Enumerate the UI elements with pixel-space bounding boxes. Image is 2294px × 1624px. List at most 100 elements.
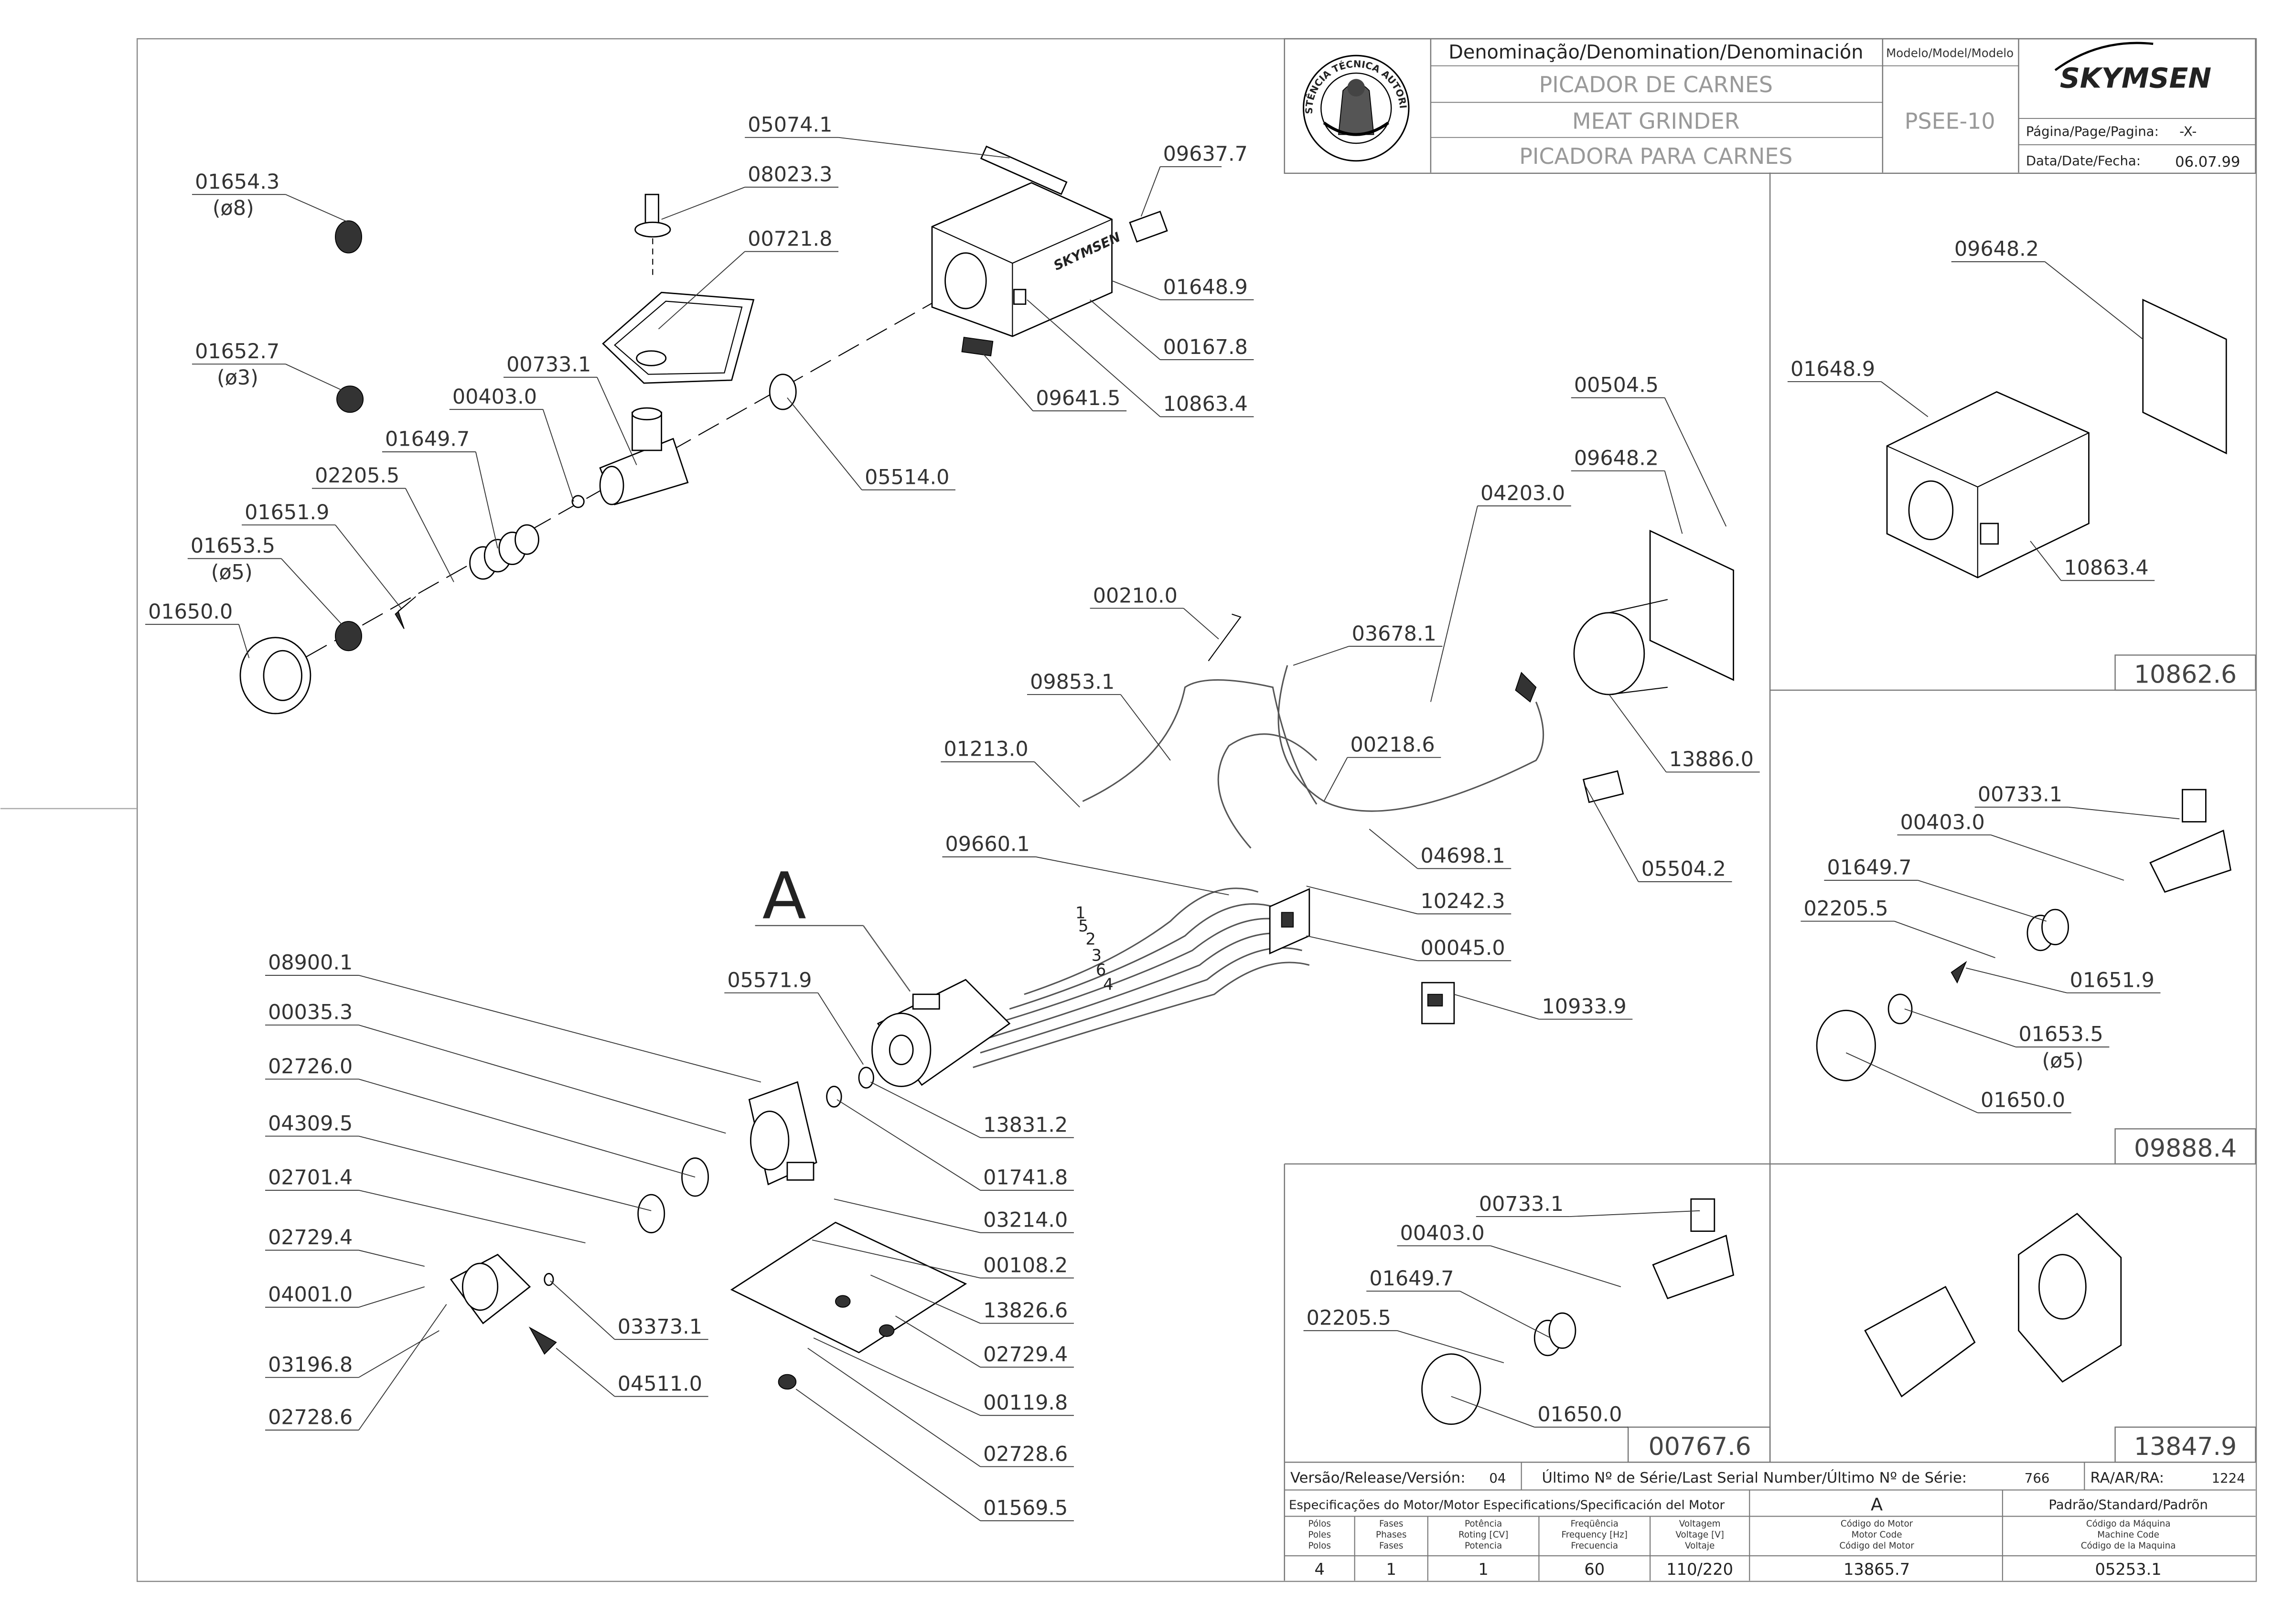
gearbox-housing (748, 1081, 817, 1186)
footer-header-0-1: Poles (1308, 1530, 1331, 1540)
part-label-4: (ø8) (213, 196, 254, 220)
panel-part-label-5: 01649.7 (1827, 856, 1912, 880)
part-label-41: 02729.4 (268, 1226, 353, 1250)
part-leader-22 (1664, 470, 1683, 534)
food-pusher (634, 193, 671, 278)
auger-screw (469, 524, 539, 580)
motor-col-a: A (1871, 1494, 1883, 1515)
part-label-1: 08023.3 (748, 163, 832, 187)
part-label-55: 03373.1 (618, 1315, 702, 1339)
panel-part-leader-10 (1845, 1052, 1978, 1113)
part-labels: 05074.108023.300721.801654.3(ø8)01652.7(… (148, 113, 2155, 1520)
part-label-28: 00218.6 (1351, 733, 1435, 757)
part-label-45: 05571.9 (727, 968, 812, 992)
warning-label-05504 (1582, 770, 1624, 803)
electric-motor (871, 979, 1011, 1087)
part-label-30: 04698.1 (1420, 844, 1505, 868)
front-flange (450, 1253, 531, 1325)
model-value: PSEE-10 (1905, 108, 1995, 134)
part-leader-21 (1664, 397, 1727, 527)
standard-label: Padrão/Standard/Padrõn (2048, 1497, 2208, 1512)
panel-part-leader-1 (1881, 381, 1929, 417)
part-label-43: 03196.8 (268, 1353, 353, 1377)
panel-part-leader-2 (2030, 541, 2062, 581)
footer-header-1-2: Fases (1379, 1541, 1404, 1551)
footer-header-5-1: Motor Code (1852, 1530, 1902, 1540)
part-leader-27 (1034, 761, 1080, 808)
wing-nut (528, 1326, 557, 1355)
part-leader-48 (834, 1198, 981, 1233)
part-leader-0 (838, 137, 1010, 159)
panel-part-label-7: 01651.9 (2070, 968, 2155, 992)
part-label-34: 00045.0 (1420, 936, 1505, 960)
part-label-25: 03678.1 (1352, 622, 1436, 646)
view-a-marker: A (755, 859, 911, 992)
part-label-17: 01653.5 (191, 534, 275, 558)
part-leader-19 (238, 624, 250, 658)
part-leader-40 (358, 1190, 586, 1244)
footer-value-0: 4 (1315, 1560, 1325, 1579)
part-leader-17 (281, 558, 349, 632)
part-label-8: 01648.9 (1163, 275, 1248, 299)
footer-value-3: 60 (1584, 1560, 1605, 1579)
part-label-24: 00210.0 (1093, 584, 1178, 608)
hopper-tray (602, 291, 755, 384)
part-leader-50 (870, 1274, 981, 1324)
panel-part-leader-13 (1459, 1291, 1551, 1338)
part-leader-33 (1306, 886, 1418, 915)
serial-value: 766 (2025, 1471, 2050, 1486)
footer-header-3-0: Freqüência (1571, 1519, 1619, 1529)
part-leader-1 (661, 186, 745, 220)
washer-01741 (826, 1086, 842, 1108)
name-en: MEAT GRINDER (1572, 108, 1740, 134)
part-label-48: 03214.0 (983, 1208, 1068, 1232)
part-leader-34 (1306, 935, 1418, 962)
part-label-33: 10242.3 (1420, 889, 1505, 913)
release-value: 04 (1489, 1471, 1506, 1486)
part-leader-51 (895, 1315, 981, 1368)
part-label-38: 02726.0 (268, 1055, 353, 1079)
leader-lines (145, 137, 2180, 1521)
part-label-23: 04203.0 (1480, 481, 1565, 505)
date-value: 06.07.99 (2175, 154, 2240, 171)
box-id-10862-6: 10862.6 (2134, 661, 2237, 689)
panel-part-leader-6 (1894, 920, 1995, 959)
part-label-15: 02205.5 (315, 464, 399, 488)
screen-disc-3mm (336, 385, 364, 413)
footer-header-0-2: Polos (1308, 1541, 1331, 1551)
wire-number-1: 1 (1075, 904, 1085, 922)
part-leader-41 (358, 1250, 425, 1267)
date-label: Data/Date/Fecha: (2026, 153, 2141, 169)
footer-value-6: 05253.1 (2095, 1560, 2162, 1579)
panel-part-leader-7 (1966, 967, 2067, 994)
grinder-body (599, 407, 689, 505)
panel-part-leader-5 (1918, 880, 2047, 922)
footer-value-1: 1 (1386, 1560, 1396, 1579)
part-label-35: 10933.9 (1542, 994, 1627, 1018)
footer-header-3-2: Frecuencia (1571, 1541, 1618, 1551)
part-label-37: 00035.3 (268, 1001, 353, 1025)
panel-part-leader-4 (1991, 834, 2124, 881)
part-leader-42 (358, 1286, 425, 1308)
wire-number-2: 2 (1085, 930, 1095, 949)
panel-part-label-9: (ø5) (2042, 1049, 2084, 1073)
ring-03373 (544, 1273, 554, 1286)
part-label-21: 00504.5 (1574, 373, 1659, 397)
part-label-52: 00119.8 (983, 1391, 1068, 1415)
seal-text: ASSISTÊNCIA TÉCNICA AUTORIZADA (0, 0, 1408, 114)
denomination-header: Denominação/Denomination/Denominación (1448, 41, 1863, 63)
part-leader-24 (1183, 608, 1219, 640)
ra-value: 1224 (2212, 1471, 2245, 1486)
box-id-13847-9: 13847.9 (2134, 1432, 2237, 1461)
part-leader-54 (795, 1389, 981, 1521)
brand-logo: SKYMSEN (2060, 62, 2211, 95)
footer-header-4-0: Voltagem (1679, 1519, 1721, 1529)
gear-04309 (637, 1194, 665, 1234)
part-leader-12 (597, 377, 637, 465)
part-leader-46 (870, 1081, 981, 1138)
panel-part-leader-15 (1451, 1396, 1535, 1428)
part-leader-10 (983, 353, 1033, 411)
page-label: Página/Page/Pagina: (2026, 124, 2159, 139)
